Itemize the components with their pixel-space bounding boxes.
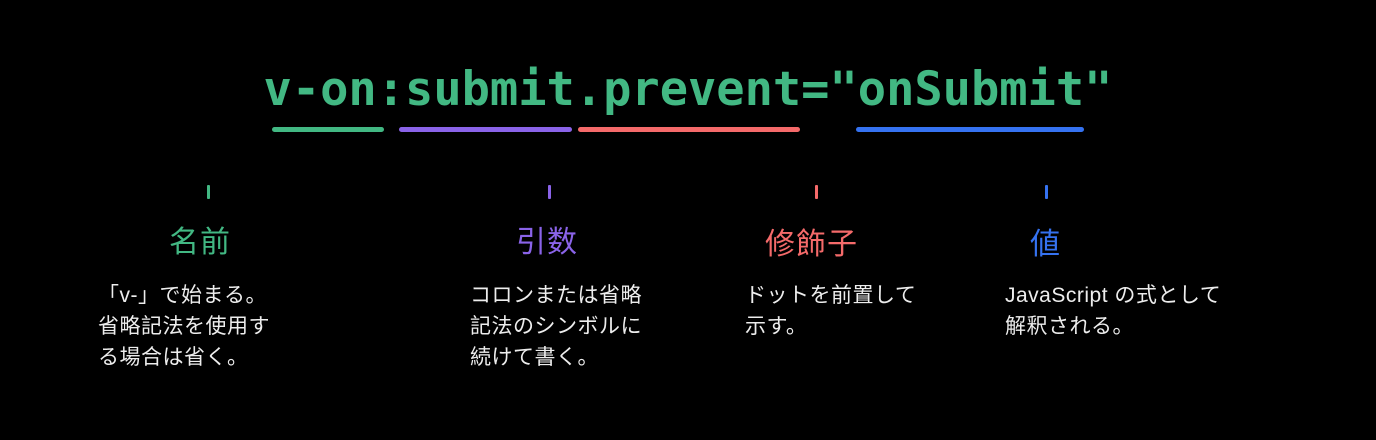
- modifiers-description: ドットを前置して 示す。: [745, 280, 916, 342]
- argument-description-line: 続けて書く。: [470, 346, 599, 369]
- modifiers-description-line: ドットを前置して: [745, 284, 917, 307]
- name-description: 「v-」で始まる。 省略記法を使用す る場合は省く。: [98, 280, 270, 373]
- value-connector-line: [965, 132, 1048, 186]
- argument-label: 引数: [516, 226, 578, 259]
- name-description-line: る場合は省く。: [98, 346, 249, 369]
- argument-connector-tick: [548, 185, 551, 199]
- argument-description: コロンまたは省略 記法のシンボルに 続けて書く。: [470, 280, 642, 373]
- value-label: 値: [1030, 228, 1061, 261]
- argument-underline-bar: [399, 127, 572, 132]
- modifiers-label: 修飾子: [765, 228, 858, 261]
- value-underline-bar: [856, 127, 1084, 132]
- value-connector-tick: [1045, 185, 1048, 199]
- modifiers-connector-tick: [815, 185, 818, 199]
- value-description: JavaScript の式として 解釈される。: [1005, 280, 1221, 342]
- modifiers-underline-bar: [578, 127, 800, 132]
- value-description-line: JavaScript の式として: [1005, 284, 1222, 307]
- name-connector-line: [207, 132, 328, 186]
- name-underline-bar: [272, 127, 384, 132]
- modifiers-description-line: 示す。: [745, 315, 808, 338]
- argument-connector-line: [485, 132, 551, 186]
- name-label: 名前: [169, 226, 231, 259]
- code-snippet: v-on:submit.prevent="onSubmit": [263, 62, 1113, 117]
- value-description-line: 解釈される。: [1005, 315, 1134, 338]
- name-description-line: 省略記法を使用す: [98, 315, 270, 338]
- modifiers-connector-line: [689, 132, 818, 186]
- argument-description-line: コロンまたは省略: [470, 284, 642, 307]
- name-description-line: 「v-」で始まる。: [98, 284, 267, 307]
- name-connector-tick: [207, 185, 210, 199]
- argument-description-line: 記法のシンボルに: [470, 315, 642, 338]
